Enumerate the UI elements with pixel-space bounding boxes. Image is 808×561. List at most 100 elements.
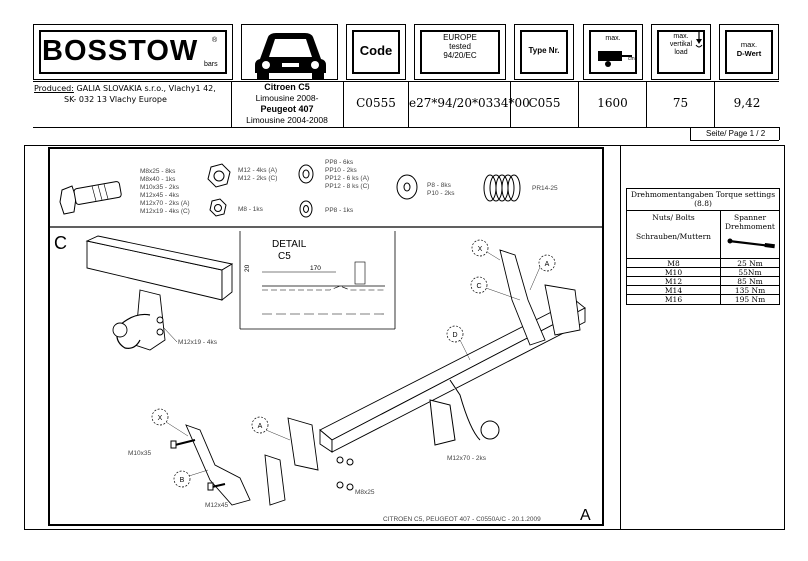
torque-grade: (8.8) xyxy=(694,199,712,208)
ref-b: B xyxy=(180,477,185,484)
code-header-cell: Code xyxy=(346,24,406,80)
spacer-spec-2: P10 - 2ks xyxy=(427,190,455,197)
dwert-header-cell: max. D-Wert xyxy=(719,24,779,80)
bolt-spec-5: M12x70 - 2ks (A) xyxy=(140,200,190,207)
max-unit-label: cm xyxy=(628,56,635,62)
col-drehmoment: Drehmoment xyxy=(725,222,775,231)
detail-dimension-1: 170 xyxy=(310,265,321,272)
bolt-spec-3: M10x35 - 2ks xyxy=(140,184,180,191)
col-spanner: Spanner xyxy=(733,213,767,222)
ref-c-top: C xyxy=(476,283,481,290)
vertical-load-header-cell: max. vertikal load xyxy=(651,24,711,80)
torque-panel xyxy=(620,145,785,530)
row-bottom-line xyxy=(33,127,779,128)
detail-dimension-2: 20 xyxy=(244,264,251,272)
washer-spec-2: PP10 - 2ks xyxy=(325,167,358,174)
washer-spec-3: PP12 - 6 ks (A) xyxy=(325,175,369,182)
vehicle-desc-1: Limousine 2008- xyxy=(255,93,319,103)
max-load-header-cell: max. cm xyxy=(583,24,643,80)
ref-d: D xyxy=(452,332,457,339)
torque-row: M10 55Nm xyxy=(627,268,779,277)
nut-spec-2: M12 - 2ks (C) xyxy=(238,175,277,182)
dwert-header-label: max. D-Wert xyxy=(720,40,778,58)
vertical-line-1: max. xyxy=(673,33,689,40)
torque-title: Drehmomentangaben Torque settings (8.8) xyxy=(627,189,779,211)
callout-m12x70: M12x70 - 2ks xyxy=(447,455,487,462)
logo-frame xyxy=(39,30,227,74)
logo-registered-mark: ® xyxy=(212,37,218,44)
torque-settings-table: Drehmomentangaben Torque settings (8.8) … xyxy=(626,188,780,305)
torque-value: 85 Nm xyxy=(737,277,763,286)
vehicle-model-2: Peugeot 407 xyxy=(260,104,314,114)
washer-spec-4: PP12 - 8 ks (C) xyxy=(325,183,369,190)
vehicle-desc-2: Limousine 2004-2008 xyxy=(246,115,328,125)
type-value: C055 xyxy=(528,96,561,110)
detail-subtitle: C5 xyxy=(278,251,291,262)
torque-size: M8 xyxy=(627,259,721,268)
europe-header-label: EUROPE tested 94/20/EC xyxy=(415,33,505,60)
trailer-icon xyxy=(598,51,632,67)
bolt-spec-1: M8x25 - 8ks xyxy=(140,168,176,175)
torque-header-row: Nuts/ Bolts Schrauben/Muttern Spanner Dr… xyxy=(627,211,779,259)
vertical-line-3: load xyxy=(674,49,688,56)
ref-a-top: A xyxy=(545,261,550,268)
logo-sub-text: bars xyxy=(204,61,218,68)
code-value: C0555 xyxy=(356,96,396,110)
hitch-bracket-c-view xyxy=(85,235,234,351)
torque-size: M10 xyxy=(627,268,721,277)
producer-line-1: GALIA SLOVAKIA s.r.o., Vlachy1 42, xyxy=(76,84,216,93)
ref-x-top: X xyxy=(478,246,483,253)
torque-value: 55Nm xyxy=(738,268,762,277)
drawing-footer: CITROEN C5, PEUGEOT 407 - C0550A/C - 20.… xyxy=(383,516,541,523)
torque-value: 25 Nm xyxy=(737,259,763,268)
vertical-header-label: max. vertikal load xyxy=(652,33,710,57)
ref-x-left: X xyxy=(158,415,163,422)
torque-size: M12 xyxy=(627,277,721,286)
washer-icon xyxy=(298,164,314,184)
torque-row: M12 85 Nm xyxy=(627,277,779,286)
spacer-washer-icon xyxy=(396,174,418,200)
nut-icon xyxy=(207,163,231,188)
small-washer-icon xyxy=(299,200,313,218)
nut-spec-1: M12 - 4ks (A) xyxy=(238,167,277,174)
tow-bar-crossbar xyxy=(319,299,586,453)
vehicle-block: Citroen C5 Limousine 2008- Peugeot 407 L… xyxy=(232,82,342,126)
washer-spec-5: PP8 - 1ks xyxy=(325,207,354,214)
vertical-load-value: 75 xyxy=(672,96,689,110)
ref-a-left: A xyxy=(258,423,263,430)
detail-title: DETAIL xyxy=(272,239,307,250)
car-icon xyxy=(255,33,326,79)
bosstow-logo: BOSSTOW ® bars xyxy=(33,24,233,80)
dwert-line-1: max. xyxy=(740,40,758,49)
europe-line-1: EUROPE xyxy=(443,33,477,42)
callout-m12x45: M12x45 xyxy=(205,502,229,509)
bolt-spec-2: M8x40 - 1ks xyxy=(140,176,176,183)
torque-wrench-icon xyxy=(727,238,775,249)
europe-line-3: 94/20/EC xyxy=(443,51,477,60)
torque-title-text: Drehmomentangaben Torque settings xyxy=(630,190,776,199)
europe-header-cell: EUROPE tested 94/20/EC xyxy=(414,24,506,80)
max-header-label: max. xyxy=(605,35,621,42)
producer-line-2: SK- 032 13 Vlachy Europe xyxy=(64,95,167,104)
spring-spec: PR14-25 xyxy=(532,185,558,192)
callout-m10x35: M10x35 xyxy=(128,450,152,457)
bolt-hardware-left xyxy=(170,439,354,491)
tow-ball xyxy=(429,379,500,446)
torque-value: 195 Nm xyxy=(734,295,766,304)
type-header-cell: Type Nr. xyxy=(514,24,574,80)
row-top-line xyxy=(33,81,779,82)
page-number-label: Seite/ Page 1 / 2 xyxy=(706,129,766,138)
small-nut-icon xyxy=(209,198,227,217)
approval-value: e27*94/20*0334*00 xyxy=(409,96,530,110)
producer-block: Produced: GALIA SLOVAKIA s.r.o., Vlachy1… xyxy=(34,83,216,105)
left-bracket xyxy=(185,417,319,506)
spring-washer-icon xyxy=(483,174,521,202)
producer-label: Produced: xyxy=(34,84,74,93)
variant-c-letter: C xyxy=(54,233,67,253)
torque-size: M14 xyxy=(627,286,721,295)
dwert-value: 9,42 xyxy=(733,96,761,110)
right-bracket xyxy=(499,249,581,346)
detail-c5-box: DETAIL C5 170 20 xyxy=(239,231,396,330)
drawing-outer-frame xyxy=(24,145,785,530)
